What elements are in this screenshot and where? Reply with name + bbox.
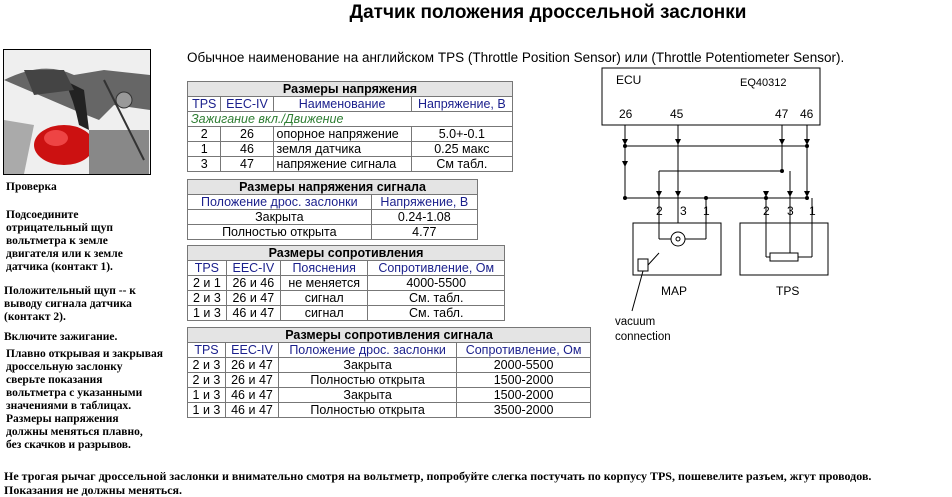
ecu-pin-45: 45: [670, 107, 684, 121]
ecu-label: ECU: [616, 73, 641, 87]
tps-label: TPS: [776, 284, 799, 298]
vacuum-label-2: connection: [615, 331, 671, 343]
table-subheader: Зажигание вкл./Движение: [187, 111, 513, 127]
table-caption: Размеры напряжения: [187, 81, 513, 97]
ecu-box: [601, 67, 821, 126]
vacuum-port-icon: [637, 258, 649, 272]
signal-voltage-table: Размеры напряжения сигнала Положение дро…: [187, 179, 479, 240]
wiring-diagram: ECU EQ40312 26 45 47 46: [601, 67, 829, 343]
intro-text: Обычное наименование на английском TPS (…: [187, 50, 845, 65]
tps-pin-3: 3: [787, 204, 794, 218]
tps-box: [739, 222, 829, 276]
check-heading: Проверка: [6, 181, 57, 193]
tps-pin-2: 2: [763, 204, 770, 218]
instruction-ground: Подсоедините отрицательный щуп вольтметр…: [6, 209, 123, 273]
table-caption: Размеры сопротивления сигнала: [187, 327, 591, 343]
bottom-note: Не трогая рычаг дроссельной заслонки и в…: [4, 469, 872, 497]
ecu-model: EQ40312: [740, 77, 786, 89]
map-pin-3: 3: [680, 204, 687, 218]
map-pin-1: 1: [703, 204, 710, 218]
table-caption: Размеры напряжения сигнала: [187, 179, 478, 195]
table-caption: Размеры сопротивления: [187, 245, 505, 261]
instruction-throttle: Плавно открывая и закрывая дроссельную з…: [6, 348, 163, 451]
ecu-pin-47: 47: [775, 107, 789, 121]
map-label: MAP: [661, 284, 687, 298]
arrowheads: [622, 139, 810, 200]
vacuum-label-1: vacuum: [615, 316, 655, 328]
page-title: Датчик положения дроссельной заслонки: [349, 2, 747, 23]
map-pin-2: 2: [656, 204, 663, 218]
tps-resistor-icon: [769, 252, 799, 262]
instruction-ignition: Включите зажигание.: [4, 331, 118, 343]
ecu-pin-46: 46: [800, 107, 814, 121]
ecu-pin-26: 26: [619, 107, 633, 121]
tps-pin-1: 1: [809, 204, 816, 218]
throttle-sensor-photo: [3, 49, 151, 175]
instruction-signal: Положительный щуп -- к выводу сигнала да…: [4, 285, 136, 323]
map-sensor-icon: [670, 231, 686, 247]
